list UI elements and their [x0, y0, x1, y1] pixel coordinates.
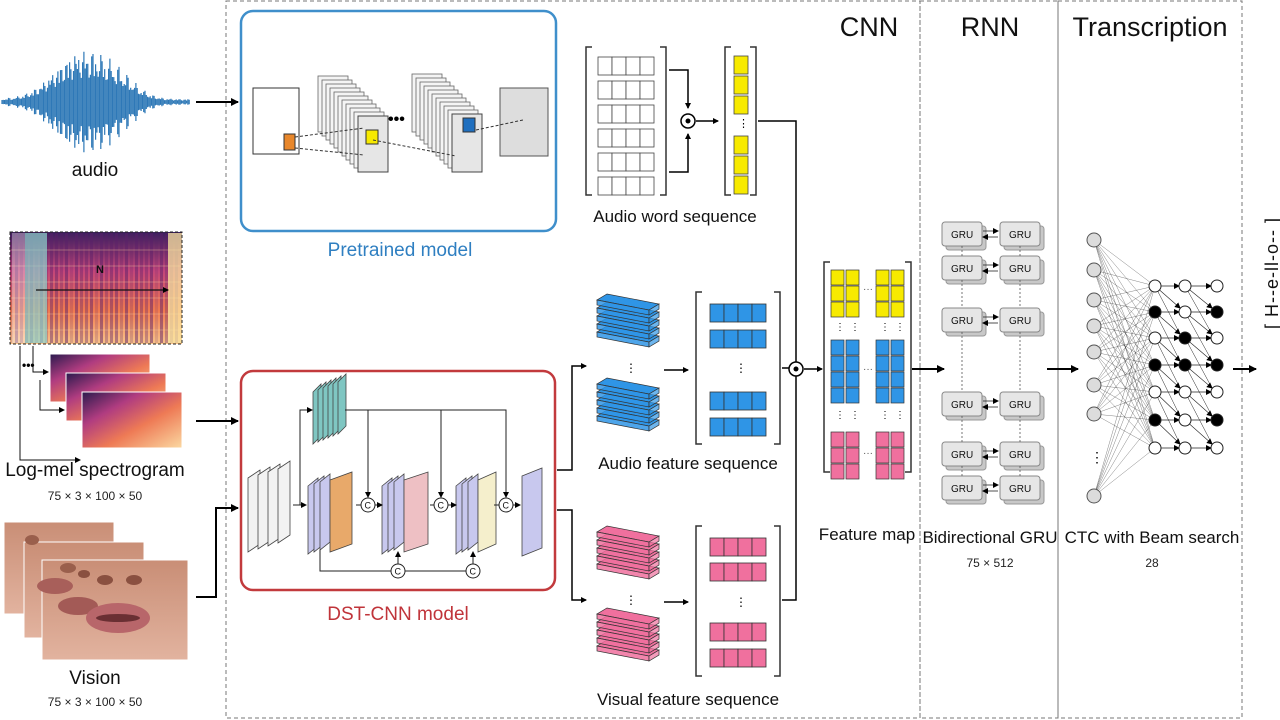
svg-text:⋮: ⋮: [880, 322, 890, 333]
svg-text:⋮: ⋮: [895, 410, 905, 421]
svg-text:⋮: ⋮: [735, 361, 747, 375]
svg-text:GRU: GRU: [1009, 484, 1031, 495]
pretrained-model-box: •••: [239, 9, 558, 233]
audio-label: audio: [71, 160, 119, 181]
visual-feature-sequence: ⋮: [695, 525, 781, 677]
svg-text:⋮: ⋮: [895, 322, 905, 333]
svg-text:···: ···: [863, 284, 873, 295]
cnn-section-title: CNN: [839, 12, 899, 42]
bigru-dims: 75 × 512: [966, 556, 1014, 570]
vision-faces: [3, 521, 189, 661]
audio-waveform: [1, 51, 190, 153]
svg-text:GRU: GRU: [1009, 230, 1031, 241]
svg-text:···: ···: [863, 364, 873, 375]
svg-text:···: ···: [863, 448, 873, 459]
svg-text:•••: •••: [22, 358, 35, 372]
ctc-dims: 28: [1145, 556, 1159, 570]
transcription-section-title: Transcription: [1072, 12, 1228, 42]
section-frames: [225, 0, 1243, 719]
svg-text:GRU: GRU: [1009, 316, 1031, 327]
audio-feature-sequence: ⋮: [695, 291, 781, 445]
svg-text:GRU: GRU: [951, 264, 973, 275]
audio-word-sequence: ⋮: [585, 46, 757, 196]
svg-text:C: C: [470, 567, 477, 577]
svg-text:GRU: GRU: [951, 450, 973, 461]
svg-text:⋮: ⋮: [835, 322, 845, 333]
ctc-network: ⋮: [1086, 232, 1224, 504]
rnn-frame: [919, 0, 1059, 719]
svg-text:C: C: [503, 501, 510, 511]
input-arrows: [196, 98, 239, 598]
svg-text:GRU: GRU: [951, 484, 973, 495]
feature-map: ⋮ ⋮ ⋮ ⋮ ⋮ ⋮ ⋮ ⋮ ··· ··· ···: [823, 261, 912, 480]
svg-text:GRU: GRU: [951, 316, 973, 327]
audio-word-sequence-label: Audio word sequence: [593, 207, 757, 226]
bigru-label: Bidirectional GRU: [922, 528, 1058, 547]
fusion-connections: [758, 120, 823, 601]
svg-text:C: C: [395, 567, 402, 577]
svg-text:C: C: [365, 501, 372, 511]
svg-text:GRU: GRU: [1009, 400, 1031, 411]
gru-grid: GRU GRU GRU GRU GRU GRU GRU GRU GRU GRU GRU GRU: [941, 221, 1045, 505]
svg-text:⋮: ⋮: [880, 410, 890, 421]
spectrogram-dims: 75 × 3 × 100 × 50: [47, 489, 143, 503]
ctc-label: CTC with Beam search: [1064, 528, 1240, 547]
svg-text:⋮: ⋮: [735, 595, 747, 609]
svg-text:•••: •••: [388, 111, 405, 128]
svg-text:⋮: ⋮: [850, 322, 860, 333]
output-transcription: [ H--e-ll-o-- ]: [1262, 217, 1280, 329]
svg-text:⋮: ⋮: [850, 410, 860, 421]
svg-text:⋮: ⋮: [625, 593, 637, 607]
dstcnn-model-label: DST-CNN model: [327, 604, 469, 625]
feature-map-label: Feature map: [818, 525, 916, 544]
visual-feature-stacks: ⋮: [596, 525, 660, 662]
svg-text:GRU: GRU: [1009, 450, 1031, 461]
spectrogram-label: Log-mel spectrogram: [5, 460, 185, 481]
svg-text:GRU: GRU: [951, 230, 973, 241]
vision-label: Vision: [69, 668, 121, 689]
svg-text:⋮: ⋮: [835, 410, 845, 421]
spectrogram-n-label: N: [96, 264, 104, 276]
transcription-frame: [1057, 0, 1243, 719]
audio-feature-sequence-label: Audio feature sequence: [598, 454, 778, 473]
spectrogram-stack: •••: [19, 346, 183, 463]
rnn-section-title: RNN: [960, 12, 1020, 42]
visual-feature-sequence-label: Visual feature sequence: [596, 690, 780, 709]
dst-output-arrows: [557, 363, 689, 605]
svg-text:⋮: ⋮: [738, 118, 749, 130]
dstcnn-model-box: C C C C C: [239, 369, 557, 592]
pretrained-model-label: Pretrained model: [327, 240, 473, 261]
svg-text:⋮: ⋮: [1090, 449, 1104, 465]
svg-text:GRU: GRU: [951, 400, 973, 411]
audio-feature-stacks: ⋮: [596, 293, 660, 432]
svg-text:⋮: ⋮: [625, 361, 637, 375]
spectrogram-main: [9, 231, 183, 345]
svg-text:C: C: [438, 501, 445, 511]
svg-text:GRU: GRU: [1009, 264, 1031, 275]
vision-dims: 75 × 3 × 100 × 50: [47, 695, 143, 709]
